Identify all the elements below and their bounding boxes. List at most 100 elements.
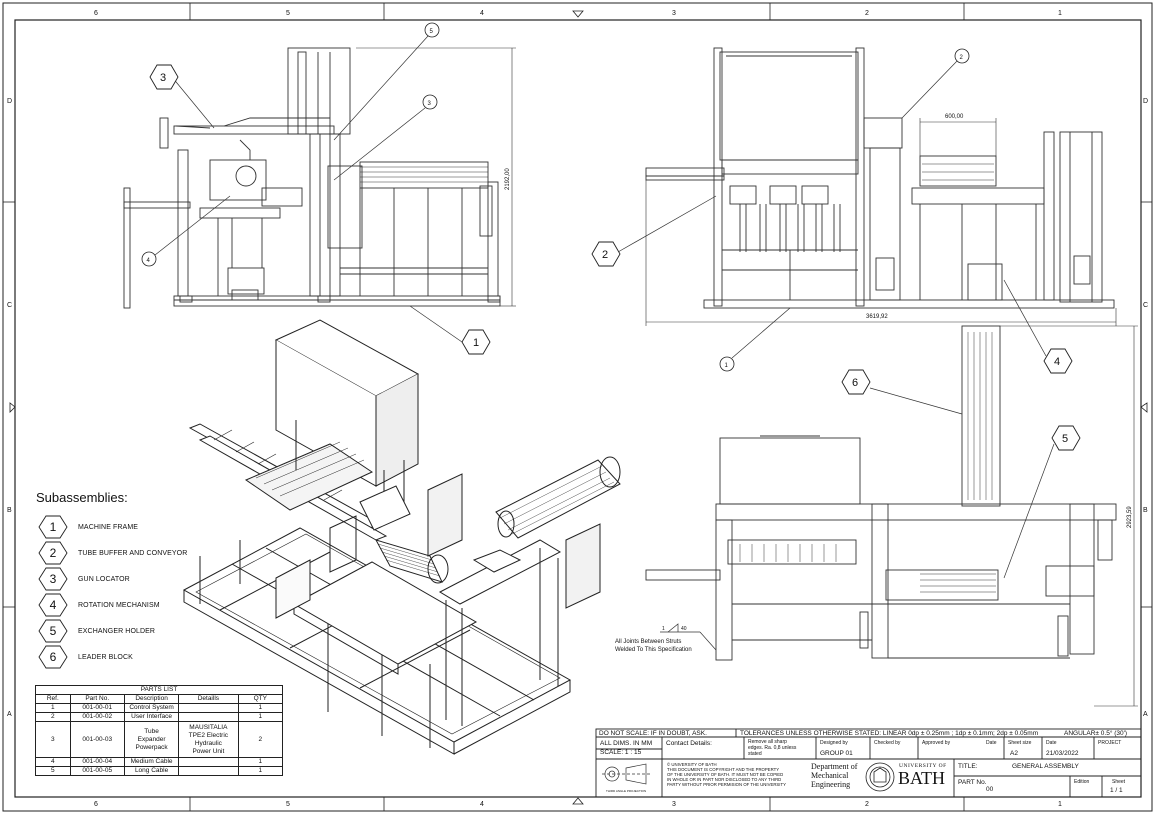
inner-border [14, 19, 1142, 798]
dimension-total-width-value: 3619,92 [866, 314, 888, 320]
subassembly-item: 3 GUN LOCATOR [38, 566, 238, 592]
weld-note-line1: All Joints Between Struts [615, 639, 681, 645]
tb-sheet: 1 / 1 [1110, 787, 1123, 794]
cell-ref: 5 [35, 766, 71, 776]
svg-text:5: 5 [1062, 433, 1068, 445]
tb-edition-label: Edition [1074, 779, 1090, 785]
zone-top-4: 4 [480, 10, 484, 17]
zone-ticks [3, 3, 1152, 811]
parts-list-header: Ref. Part No. Description Detaills QTY [35, 694, 283, 704]
cell-details [178, 703, 239, 713]
balloon-front-2-hex: 2 [591, 241, 621, 267]
zone-top-1: 1 [1058, 10, 1062, 17]
zone-bottom-1: 1 [1058, 801, 1062, 808]
parts-list-title: PARTS LIST [35, 685, 283, 695]
svg-text:5: 5 [430, 29, 434, 35]
col-description: Description [123, 694, 180, 704]
zone-top-6: 6 [94, 10, 98, 17]
tb-date: 21/03/2022 [1046, 750, 1079, 757]
zone-labels: 6 5 4 3 2 1 6 5 4 3 2 1 D C B A D C B A [7, 10, 1148, 808]
tb-copyright-3: OF THE UNIVERSITY OF BATH. IT MUST NOT B… [667, 772, 784, 777]
svg-text:1: 1 [473, 337, 479, 349]
svg-text:1: 1 [725, 363, 729, 369]
subassembly-label: TUBE BUFFER AND CONVEYOR [78, 549, 188, 557]
balloon-left-5: 5 [424, 22, 440, 38]
cell-description: User Interface [123, 712, 180, 722]
tb-notes-1: Remove all sharp [748, 739, 787, 745]
tb-title: GENERAL ASSEMBLY [1012, 763, 1079, 770]
center-arrow-right [1140, 402, 1148, 413]
tb-checked-by: Checked by [874, 740, 901, 746]
weld-symbol [660, 623, 717, 651]
tb-title-label: TITLE: [958, 763, 978, 770]
col-qty: QTY [237, 694, 283, 704]
title-block-frame [595, 728, 1142, 798]
hexagon-icon: 2 [38, 541, 68, 565]
tb-scale: SCALE: 1 : 15 [600, 749, 642, 756]
tb-approved-by: Approved by [922, 740, 951, 746]
tb-uni-small: UNIVERSITY OF [899, 763, 947, 769]
cell-ref: 4 [35, 757, 71, 767]
balloon-left-1-hex: 1 [461, 329, 491, 355]
zone-bottom-5: 5 [286, 801, 290, 808]
balloon-left-3-hex: 3 [149, 64, 179, 90]
zone-left-b: B [7, 507, 12, 514]
cell-ref: 3 [35, 721, 71, 758]
plan-view-leaders [869, 387, 1055, 579]
tb-part-no: 00 [986, 786, 994, 793]
svg-text:2: 2 [960, 55, 964, 61]
subassembly-label: LEADER BLOCK [78, 653, 133, 661]
zone-top-3: 3 [672, 10, 676, 17]
tb-do-not-scale: DO NOT SCALE: IF IN DOUBT, ASK. [599, 730, 707, 737]
tb-dims: ALL DIMS. IN MM [600, 740, 653, 747]
plan-view-right [645, 325, 1117, 661]
zone-top-2: 2 [865, 10, 869, 17]
zone-left-d: D [7, 98, 12, 105]
cell-description: Tube Expander Powerpack [123, 721, 180, 758]
tb-contact: Contact Details: [666, 740, 712, 747]
zone-bottom-3: 3 [672, 801, 676, 808]
table-row: 1 001-00-01 Control System 1 [35, 703, 283, 713]
tb-dept-1: Department of [811, 762, 858, 771]
front-view-leaders [617, 59, 1047, 359]
cell-description: Medium Cable [123, 757, 180, 767]
cell-qty: 1 [237, 757, 283, 767]
col-details: Detaills [178, 694, 239, 704]
zone-left-a: A [7, 711, 12, 718]
dimension-height-left [356, 47, 516, 307]
cell-qty: 1 [237, 766, 283, 776]
balloon-plan-5-hex: 5 [1051, 425, 1081, 451]
hexagon-icon: 3 [38, 567, 68, 591]
zone-right-d: D [1143, 98, 1148, 105]
table-row: 3 001-00-03 Tube Expander Powerpack MAUS… [35, 721, 283, 758]
tb-project: PROJECT [1098, 740, 1122, 746]
parts-list-table: PARTS LIST Ref. Part No. Description Det… [35, 685, 283, 776]
balloon-front-1: 1 [719, 356, 735, 372]
cell-details [178, 766, 239, 776]
col-part-no: Part No. [69, 694, 125, 704]
tb-date-label-2: Date [1046, 740, 1057, 746]
tb-dept-3: Engineering [811, 780, 851, 789]
tb-uni-big: BATH [898, 768, 946, 788]
subassembly-label: GUN LOCATOR [78, 575, 130, 583]
center-arrow-top [572, 10, 584, 18]
subassembly-number: 3 [49, 572, 57, 586]
zone-bottom-6: 6 [94, 801, 98, 808]
cell-details [178, 712, 239, 722]
dimension-height-right [1000, 325, 1138, 707]
subassembly-item: 5 EXCHANGER HOLDER [38, 618, 238, 644]
subassembly-label: MACHINE FRAME [78, 523, 139, 531]
subassembly-item: 1 MACHINE FRAME [38, 514, 238, 540]
subassembly-item: 2 TUBE BUFFER AND CONVEYOR [38, 540, 238, 566]
center-arrow-bottom [572, 797, 584, 805]
balloon-front-2: 2 [954, 48, 970, 64]
subassembly-item: 6 LEADER BLOCK [38, 644, 238, 670]
weld-note-line2: Welded To This Specification [615, 647, 692, 653]
cell-details [178, 757, 239, 767]
table-row: 5 001-00-05 Long Cable 1 [35, 766, 283, 776]
subassembly-item: 4 ROTATION MECHANISM [38, 592, 238, 618]
subassembly-label: ROTATION MECHANISM [78, 601, 160, 609]
cell-part-no: 001-00-04 [69, 757, 125, 767]
